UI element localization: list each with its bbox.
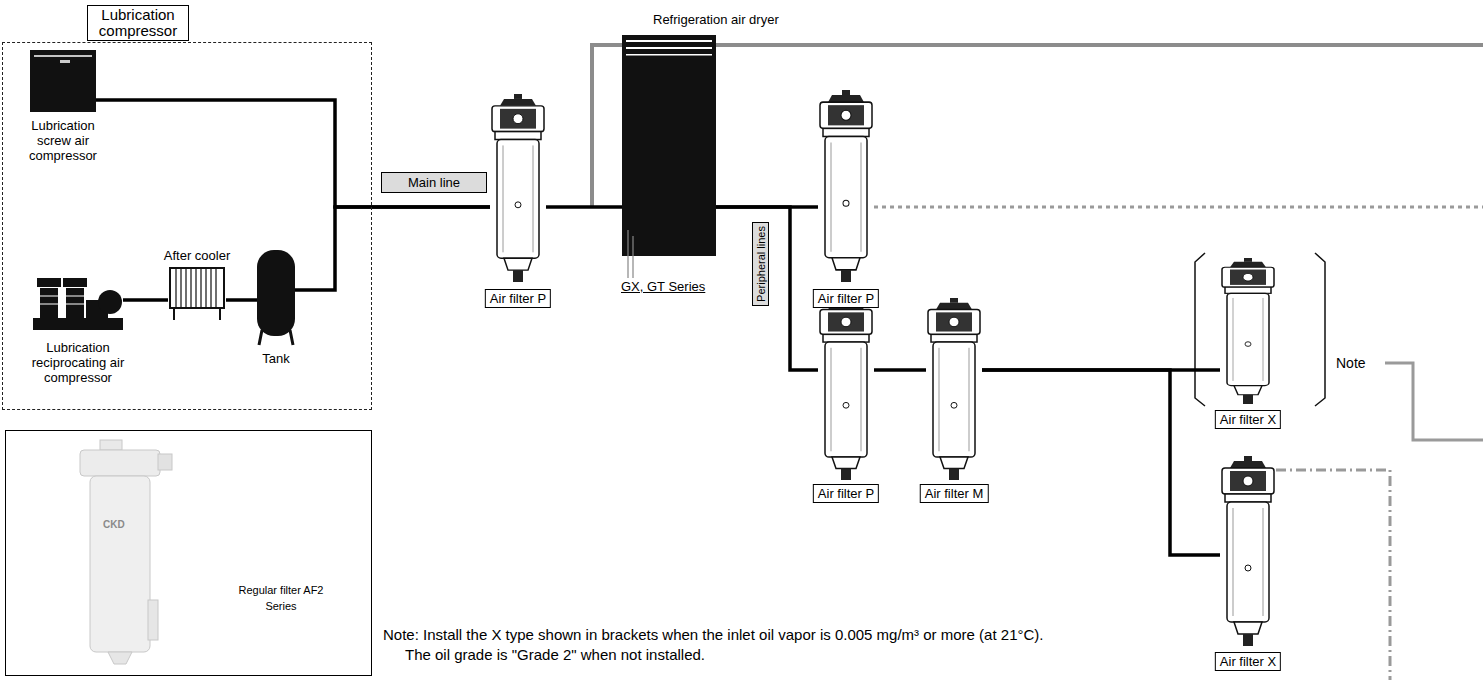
node-label: Refrigeration air dryer [653, 12, 779, 27]
tank-icon-part [259, 330, 293, 345]
filter-photo [80, 440, 172, 664]
branch-lines-part [1385, 363, 1483, 440]
air-filter: Air filter M [926, 298, 982, 480]
branch-lines [592, 45, 1483, 680]
dryer-icon-part [622, 35, 716, 256]
air-filter-icon-part [928, 298, 980, 480]
filter-photo-part [108, 652, 132, 664]
branch-lines-part [874, 206, 1483, 209]
bracket-part [1315, 253, 1325, 406]
dryer-icon-part [626, 54, 712, 56]
reciprocating-compressor-icon-part [66, 304, 84, 305]
after-cooler-icon-part [176, 268, 216, 308]
note-label: Note [1336, 355, 1366, 371]
branch-lines-part [592, 45, 1483, 207]
pipe-line [874, 368, 926, 372]
tank-icon [257, 250, 295, 345]
branch-lines-part [1276, 470, 1390, 680]
node-label: Air filter X [1215, 410, 1281, 429]
node-label: GX, GT Series [621, 279, 705, 294]
line-tag: Peripheral lines [752, 222, 769, 306]
pipe-line [295, 207, 490, 290]
reciprocating-compressor-icon-part [40, 304, 58, 305]
screw-compressor-icon-part [30, 50, 96, 112]
after-cooler-icon-part [170, 268, 224, 308]
reciprocating-compressor-icon-part [63, 278, 87, 287]
equipment-group: Lubrication compressorLubrication screw … [2, 42, 372, 410]
node-label: Air filter P [813, 289, 879, 308]
product-inset: Regular filter AF2 Series [5, 430, 372, 676]
node-label: After cooler [164, 248, 230, 263]
node-label: Main line [408, 174, 460, 191]
reciprocating-compressor-icon [33, 278, 123, 330]
reciprocating-compressor-icon-part [40, 296, 58, 297]
node-label: Air filter P [813, 484, 879, 503]
tank-icon-part [257, 250, 295, 336]
screw-compressor-icon [30, 50, 96, 112]
dryer-icon-part [628, 230, 633, 278]
tank-icon: Tank [257, 250, 295, 345]
reciprocating-compressor-icon-part [66, 296, 84, 297]
compressor-icon: Lubrication screw air compressor [30, 50, 96, 112]
filter-photo-part [80, 450, 160, 476]
air-filter-icon-part [1222, 258, 1274, 404]
pipe-line [226, 298, 257, 302]
filter-photo-part [158, 454, 172, 470]
air-filter-icon-part [492, 94, 544, 282]
after-cooler-icon [170, 268, 224, 320]
node-label: Regular filter AF2 Series [238, 582, 324, 614]
pipe-line [716, 207, 818, 370]
cooler-icon: After cooler [168, 266, 226, 320]
node-label: Lubrication compressor [87, 5, 189, 41]
bracket-part [1195, 253, 1205, 406]
air-filter-icon-part [1222, 456, 1274, 646]
air-filter: Air filter P [490, 94, 546, 282]
footnote: Note: Install the X type shown in bracke… [383, 625, 1070, 665]
reciprocating-compressor-icon-part [98, 290, 122, 314]
reciprocating-compressor-icon-part [40, 288, 58, 318]
pipe-line [96, 100, 490, 207]
screw-compressor-icon-part [34, 55, 92, 57]
reciprocating-compressor-icon-part [37, 278, 61, 287]
air-filter: Air filter X [1220, 456, 1276, 646]
reciprocating-compressor-icon-part [66, 288, 84, 318]
air-filter-icon-part [820, 90, 872, 282]
air-dryer: Refrigeration air dryerGX, GT Series [622, 35, 716, 256]
dryer-icon-part [626, 40, 712, 42]
air-filter: Air filter P [818, 298, 874, 480]
pipe-line [546, 205, 622, 209]
node-label: Air filter M [920, 484, 989, 503]
filter-photo-part [148, 600, 158, 640]
after-cooler-icon-part [174, 308, 220, 320]
node-label: Lubrication reciprocating air compressor [26, 340, 130, 385]
pipe-line [123, 298, 168, 302]
node-label: Air filter P [485, 289, 551, 308]
dryer-icon [622, 35, 716, 278]
filter-photo-part [100, 440, 122, 450]
brand-mark: CKD [103, 519, 125, 531]
filter-photo-part [90, 476, 150, 652]
air-filter: Air filter P [818, 90, 874, 282]
dryer-icon-part [626, 47, 712, 49]
air-filter-icon-part [820, 298, 872, 480]
node-label: Air filter X [1215, 652, 1281, 671]
node-label: Lubrication screw air compressor [21, 118, 105, 163]
line-tag: Main line [381, 172, 487, 193]
bracket [1195, 253, 1325, 406]
compressor-icon: Lubrication reciprocating air compressor [33, 268, 123, 335]
screw-compressor-icon-part [60, 60, 70, 63]
pipe-line [982, 370, 1220, 555]
node-label: Peripheral lines [754, 226, 767, 302]
reciprocating-compressor-icon-part [33, 318, 123, 330]
air-filter: Air filter X [1220, 258, 1276, 404]
air-filter-icon [492, 90, 1274, 646]
node-label: Tank [262, 351, 289, 366]
